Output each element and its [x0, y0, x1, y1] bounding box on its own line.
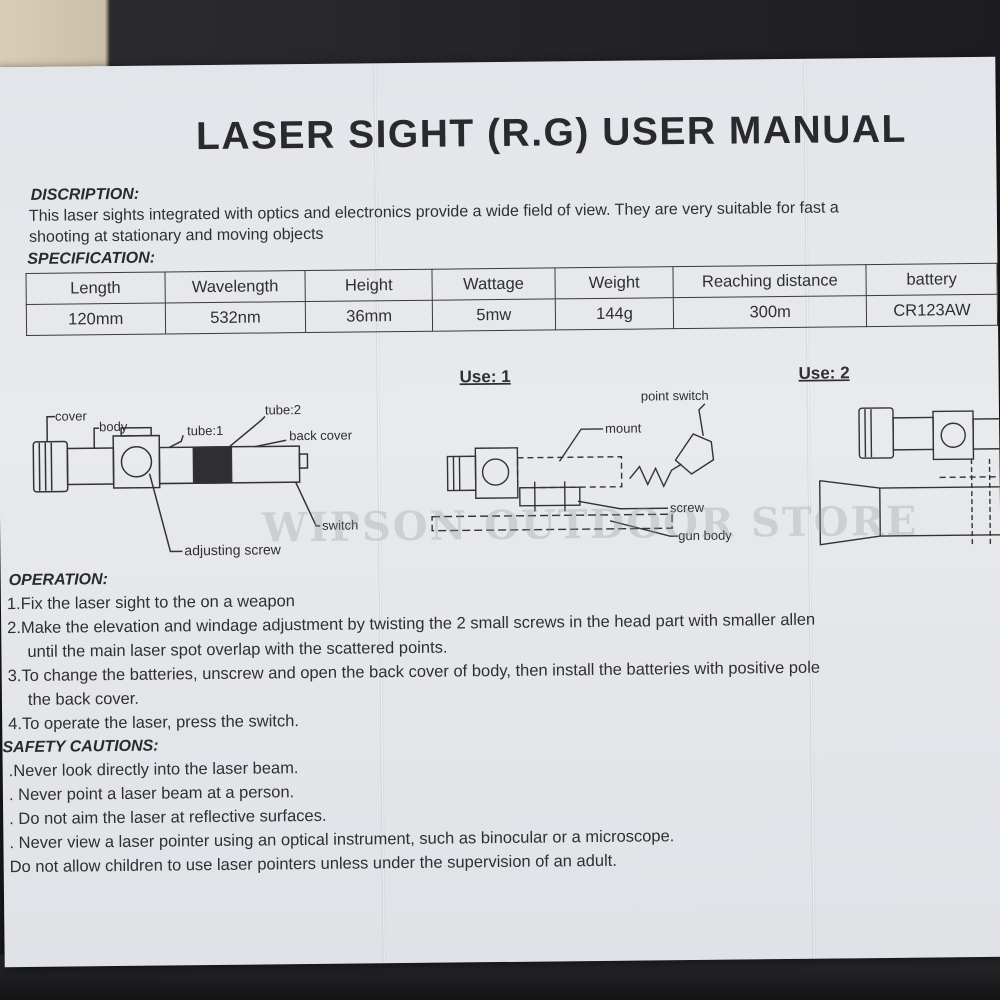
- body-label: body: [99, 419, 128, 434]
- operation-heading: OPERATION:: [8, 571, 109, 590]
- use1-drawing: [431, 403, 715, 537]
- table-header-cell: Reaching distance: [673, 264, 867, 298]
- product-diagrams: cover body tube:1 tube:2 back cover swit…: [32, 363, 1000, 558]
- use1-block-shape: [474, 447, 519, 499]
- store-watermark: WIPSON OUTDOOR STORE: [261, 497, 919, 552]
- gun-body-label: gun body: [678, 528, 732, 544]
- use2-cover-ridge: [870, 409, 873, 458]
- use1-cable-shape: [629, 463, 682, 488]
- safety-heading: SAFETY CAUTIONS:: [2, 737, 159, 757]
- sight-body-shape: [66, 447, 115, 486]
- use2-cover-shape: [858, 407, 895, 459]
- leader-line: [609, 520, 679, 537]
- use1-head-shape: [446, 455, 477, 492]
- adjuster-block-shape: [112, 434, 161, 489]
- tube2-label: tube:2: [265, 402, 301, 417]
- table-header-cell: Length: [25, 271, 165, 305]
- sight-cover-shape: [32, 440, 69, 493]
- adjuster-dial-shape: [120, 446, 153, 478]
- use1-screw-block: [519, 486, 581, 507]
- use1-dial-shape: [481, 458, 510, 486]
- leader-line: [577, 500, 668, 510]
- cover-ridge: [44, 442, 47, 491]
- use2-cover-ridge: [864, 409, 867, 458]
- use1-labels: point switch mount screw gun body: [605, 388, 732, 544]
- back-cover-label: back cover: [289, 428, 353, 444]
- use1-gun-body-shape: [431, 513, 673, 532]
- screw-label: screw: [670, 500, 705, 515]
- switch-label: switch: [322, 517, 358, 532]
- switch-nub-shape: [298, 453, 309, 469]
- use2-body-shape: [892, 416, 935, 451]
- use1-point-switch-shape: [674, 433, 715, 475]
- use2-dial-shape: [940, 422, 966, 448]
- manual-title: LASER SIGHT (R.G) USER MANUAL: [195, 107, 908, 159]
- table-header-cell: Height: [305, 269, 433, 302]
- use2-section: Use: 2: [798, 363, 1000, 548]
- table-cell: 532nm: [164, 301, 306, 334]
- table-cell: 36mm: [305, 300, 433, 333]
- table-cell: CR123AW: [866, 294, 998, 327]
- leader-line: [558, 428, 604, 462]
- table-header-cell: Wattage: [431, 267, 555, 301]
- use1-title: Use: 1: [459, 367, 510, 387]
- table-header-cell: Wavelength: [164, 270, 306, 303]
- leader-line: [294, 481, 321, 527]
- leader-line: [46, 415, 55, 442]
- use2-mount-line: [970, 459, 974, 548]
- tube1-label: tube:1: [187, 423, 223, 438]
- point-switch-label: point switch: [641, 388, 709, 404]
- use2-mount-line: [988, 458, 992, 547]
- tube-band-shape: [192, 446, 233, 484]
- safety-list: .Never look directly into the laser beam…: [9, 752, 675, 879]
- leader-line: [228, 415, 266, 448]
- table-cell: 300m: [673, 295, 867, 329]
- use2-drawing: [818, 407, 1000, 548]
- operation-list: 1.Fix the laser sight to the on a weapon…: [7, 584, 821, 736]
- laser-sight-labels: cover body tube:1 tube:2 back cover swit…: [55, 402, 358, 558]
- leader-line: [93, 427, 100, 449]
- specification-heading: SPECIFICATION:: [27, 249, 156, 268]
- description-line: shooting at stationary and moving object…: [29, 225, 324, 246]
- use2-scope-divider: [879, 488, 881, 537]
- description-line: This laser sights integrated with optics…: [28, 199, 839, 225]
- table-header-cell: battery: [866, 263, 998, 296]
- cover-ridge: [50, 442, 53, 491]
- mount-label: mount: [605, 421, 642, 436]
- specification-table: Length Wavelength Height Wattage Weight …: [25, 263, 998, 336]
- description-heading: DISCRIPTION:: [30, 185, 140, 204]
- cover-ridge: [38, 442, 41, 491]
- cover-label: cover: [55, 408, 88, 423]
- use1-mount-shape: [516, 456, 623, 489]
- table-header-cell: Weight: [554, 266, 674, 299]
- leader-line: [698, 403, 706, 436]
- use2-block-shape: [932, 410, 975, 461]
- manual-sheet: LASER SIGHT (R.G) USER MANUAL DISCRIPTIO…: [0, 56, 1000, 968]
- leader-line: [148, 473, 183, 553]
- use2-tube-shape: [972, 418, 1000, 450]
- use1-section: Use: 1 point switch: [431, 367, 732, 544]
- use2-mount-line: [939, 476, 1000, 479]
- table-cell: 120mm: [26, 302, 166, 336]
- laser-sight-diagram: [32, 415, 321, 553]
- table-cell: 144g: [554, 297, 674, 330]
- use2-title: Use: 2: [798, 363, 849, 383]
- leader-line: [168, 435, 184, 449]
- table-cell: 5mw: [432, 298, 556, 332]
- adjusting-screw-label: adjusting screw: [184, 541, 282, 558]
- leader-line: [255, 439, 287, 448]
- adjuster-top-shape: [120, 426, 152, 437]
